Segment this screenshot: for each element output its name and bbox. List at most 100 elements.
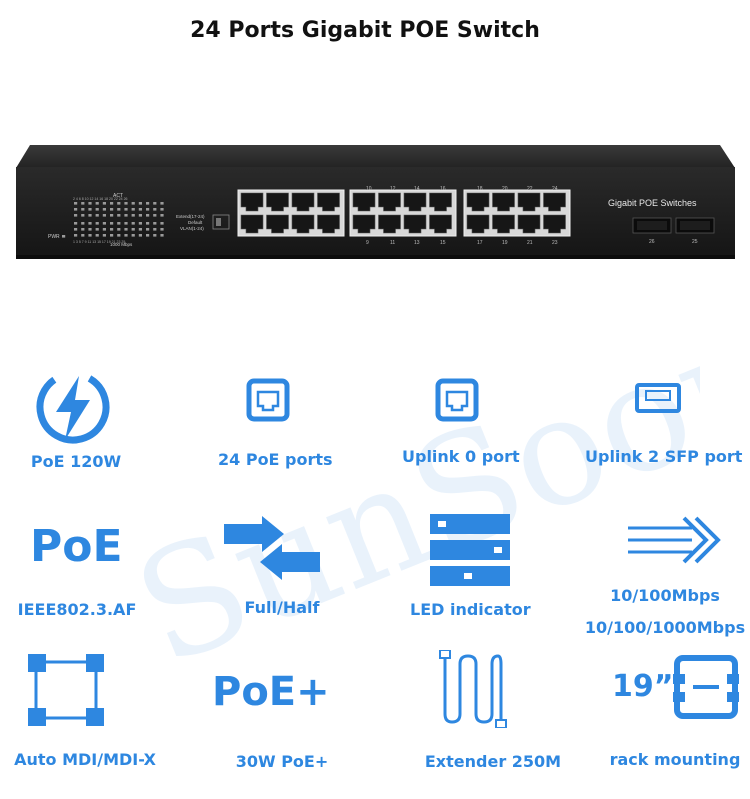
led-light [88, 222, 92, 225]
led-light [88, 208, 92, 211]
cable-icon [439, 650, 507, 728]
led-light [88, 202, 92, 205]
port-num: 15 [440, 240, 446, 246]
rj45-port [317, 214, 340, 234]
led-light [160, 228, 164, 231]
mode-label-vlan: VLAN(1-24) [180, 226, 204, 231]
led-light [131, 202, 135, 205]
led-light [95, 214, 99, 217]
led-light [74, 234, 78, 237]
led-light [102, 222, 106, 225]
led-light [110, 208, 114, 211]
page-title: 24 Ports Gigabit POE Switch [190, 18, 540, 43]
led-light [95, 222, 99, 225]
rack-icon [673, 655, 739, 719]
led-light [124, 222, 128, 225]
port-num: 23 [552, 240, 558, 246]
led-light [153, 234, 157, 237]
rj45-port [492, 192, 515, 212]
mode-label-extend: Extend(17-24) [176, 214, 205, 219]
feature-label-poe-plus: 30W PoE+ [235, 752, 329, 771]
led-light [95, 202, 99, 205]
port-num: 21 [527, 240, 533, 246]
led-light [102, 214, 106, 217]
led-numbers-top: 2 4 6 8 10 12 14 16 18 20 22 24 26 [73, 197, 128, 201]
rj45-port [240, 214, 264, 234]
led-light [131, 228, 135, 231]
feature-label-speed-2: 10/100/1000Mbps [584, 618, 746, 637]
port-num: 22 [527, 186, 533, 192]
led-light [110, 228, 114, 231]
led-light [131, 208, 135, 211]
rj45-port [403, 214, 427, 234]
led-light [146, 202, 150, 205]
mdi-network-icon [28, 654, 104, 726]
rj45-port [317, 192, 340, 212]
feature-label-standard: IEEE802.3.AF [17, 600, 137, 619]
feature-label-led: LED indicator [410, 600, 531, 619]
speed-label: 1000 Mbps [110, 242, 133, 247]
led-light [95, 208, 99, 211]
feature-label-poe-power: PoE 120W [30, 452, 122, 471]
poe-badge: PoE [30, 521, 123, 572]
led-light [138, 222, 142, 225]
rj45-port [466, 214, 490, 234]
rj45-port [429, 192, 452, 212]
led-light [146, 222, 150, 225]
rj45-port [517, 192, 541, 212]
speed-arrows-icon [628, 516, 721, 564]
led-light [117, 202, 121, 205]
lightning-icon [36, 370, 110, 444]
led-light [153, 222, 157, 225]
rj45-port [517, 214, 541, 234]
led-light [146, 234, 150, 237]
led-light [160, 234, 164, 237]
led-light [160, 202, 164, 205]
led-light [138, 228, 142, 231]
port-num: 16 [440, 186, 446, 192]
led-light [153, 202, 157, 205]
rj45-port [543, 214, 566, 234]
led-light [110, 222, 114, 225]
feature-label-rack: rack mounting [609, 750, 741, 769]
port-num: 20 [502, 186, 508, 192]
led-light [131, 222, 135, 225]
port-num: 24 [552, 186, 558, 192]
feature-label-duplex: Full/Half [244, 598, 320, 617]
led-light [74, 208, 78, 211]
rj45-port [543, 192, 566, 212]
rj45-port [466, 192, 490, 212]
sfp-label-26: 26 [649, 239, 655, 245]
sfp-port-icon [635, 383, 681, 413]
uplink-port-icon [435, 378, 479, 422]
port-num: 18 [477, 186, 483, 192]
led-light [124, 228, 128, 231]
rj45-port [429, 214, 452, 234]
rj45-port [240, 192, 264, 212]
device-brand-label: Gigabit POE Switches [608, 198, 697, 208]
led-light [131, 214, 135, 217]
rj45-port [492, 214, 515, 234]
port-num: 9 [366, 240, 369, 246]
led-light [117, 208, 121, 211]
led-numbers-bottom: 1 3 5 7 9 11 13 15 17 19 21 23 25 [73, 240, 125, 244]
led-light [102, 228, 106, 231]
mode-switch [212, 214, 230, 230]
rack-size-label: 19” [612, 669, 674, 704]
led-light [95, 234, 99, 237]
ethernet-port-icon [246, 378, 290, 422]
led-light [95, 228, 99, 231]
switch-device: ACT PWR 1000 Mbps 2 4 6 8 10 12 14 16 18… [16, 145, 735, 259]
led-light [138, 202, 142, 205]
led-light [160, 208, 164, 211]
port-num: 14 [414, 186, 420, 192]
led-light [81, 214, 85, 217]
led-light [88, 214, 92, 217]
led-light [160, 214, 164, 217]
port-num: 12 [390, 186, 396, 192]
led-light [102, 234, 106, 237]
rj45-port [378, 192, 401, 212]
led-light [124, 202, 128, 205]
rj45-port [291, 192, 315, 212]
led-light [131, 234, 135, 237]
